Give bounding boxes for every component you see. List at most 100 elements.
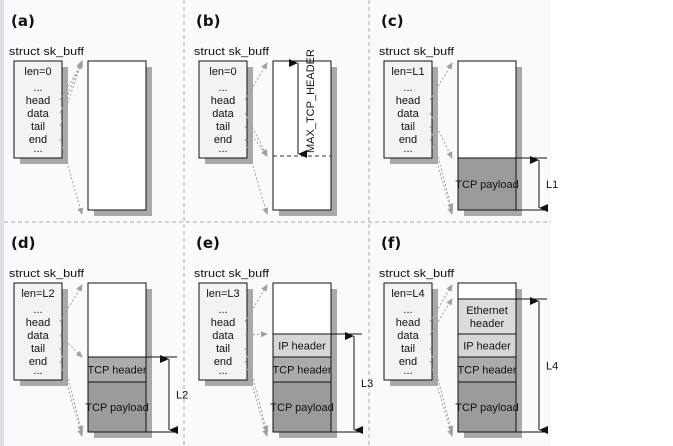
panel-label: (c) bbox=[381, 12, 404, 30]
field-head: head bbox=[211, 317, 235, 329]
field-head: head bbox=[211, 95, 235, 107]
struct-sk-buff-label: struct sk_buff bbox=[379, 268, 455, 280]
panel-e: (e)struct sk_bufflen=L3...headdatatailen… bbox=[194, 234, 373, 438]
field-end: end bbox=[399, 134, 417, 146]
head-pointer bbox=[244, 284, 268, 323]
field-head: head bbox=[26, 317, 50, 329]
segment-label-ethernet-header: Ethernet bbox=[466, 305, 508, 317]
segment-label-tcp-header: TCP header bbox=[457, 365, 516, 377]
head-pointer bbox=[429, 284, 453, 323]
segment-ip-header bbox=[272, 333, 332, 358]
panel-c: (c) struct sk_buff len=L1... headdatatailen… bbox=[379, 12, 558, 216]
field-tail: tail bbox=[31, 121, 45, 133]
head-pointer bbox=[59, 284, 83, 323]
struct-sk-buff-label: struct sk_buff bbox=[9, 46, 85, 58]
len-field: len=L2 bbox=[21, 288, 54, 300]
segment-label-tcp-header: TCP header bbox=[272, 365, 331, 377]
panel-a: (a)struct sk_bufflen=0...headdatatailend… bbox=[9, 12, 152, 216]
len-field: len=0 bbox=[209, 66, 236, 78]
left-edge-strip bbox=[0, 0, 4, 446]
segment-label-tcp-payload: TCP payload bbox=[85, 402, 148, 414]
len-field: len=L4 bbox=[391, 288, 424, 300]
len-field: len=L1 bbox=[391, 66, 424, 78]
field-ellipsis: ... bbox=[33, 82, 42, 94]
field-head: head bbox=[396, 95, 420, 107]
data-pointer bbox=[59, 334, 83, 358]
panel-label: (d) bbox=[11, 234, 35, 252]
max-tcp-header-label: MAX_TCP_HEADER bbox=[305, 49, 317, 153]
panel-label: (b) bbox=[196, 12, 220, 30]
end-pointer bbox=[244, 360, 269, 437]
data-buffer bbox=[272, 60, 332, 211]
data-pointer bbox=[429, 112, 453, 159]
tail-pointer bbox=[244, 347, 269, 433]
data-buffer bbox=[87, 60, 147, 211]
head-pointer bbox=[429, 62, 453, 101]
field-ellipsis: ... bbox=[33, 304, 42, 316]
data-pointer bbox=[429, 298, 453, 336]
field-data: data bbox=[397, 108, 419, 120]
length-label: L3 bbox=[361, 378, 373, 390]
field-data: data bbox=[397, 330, 419, 342]
field-tail: tail bbox=[401, 121, 415, 133]
field-ellipsis: ... bbox=[33, 365, 42, 377]
segment-label-tcp-payload: TCP payload bbox=[270, 402, 333, 414]
segment-tcp-header bbox=[87, 356, 147, 383]
field-ellipsis: ... bbox=[403, 365, 412, 377]
end-pointer bbox=[429, 138, 454, 215]
field-tail: tail bbox=[216, 121, 230, 133]
panel-label: (a) bbox=[11, 12, 35, 30]
sk-buff-struct-box bbox=[13, 282, 63, 381]
panel-label: (e) bbox=[196, 234, 220, 252]
field-ellipsis: ... bbox=[218, 365, 227, 377]
field-ellipsis: ... bbox=[218, 304, 227, 316]
segment-label-ip-header: IP header bbox=[463, 341, 511, 353]
len-field: len=0 bbox=[24, 66, 51, 78]
field-data: data bbox=[27, 108, 49, 120]
end-pointer bbox=[244, 138, 269, 215]
end-pointer bbox=[429, 360, 454, 437]
field-end: end bbox=[214, 134, 232, 146]
segment-tcp-header bbox=[272, 356, 332, 383]
segment-tcp-payload bbox=[457, 381, 517, 433]
sk-buff-struct-box bbox=[198, 60, 248, 159]
segment-label-tcp-payload: TCP payload bbox=[455, 179, 518, 191]
field-end: end bbox=[29, 134, 47, 146]
head-pointer bbox=[244, 62, 268, 101]
field-tail: tail bbox=[216, 343, 230, 355]
length-label: L4 bbox=[546, 361, 558, 373]
tail-pointer bbox=[429, 125, 454, 211]
segment-ethernet-header bbox=[457, 298, 517, 335]
sk-buff-struct-box bbox=[383, 282, 433, 381]
panel-label: (f) bbox=[381, 234, 401, 252]
panels: (a)struct sk_bufflen=0...headdatatailend… bbox=[9, 12, 558, 438]
tail-pointer bbox=[429, 347, 454, 433]
tail-pointer bbox=[59, 60, 83, 127]
field-ellipsis: ... bbox=[403, 143, 412, 155]
tail-pointer bbox=[59, 347, 84, 433]
struct-sk-buff-label: struct sk_buff bbox=[9, 268, 85, 280]
len-field: len=L3 bbox=[206, 288, 239, 300]
segment-label-tcp-header: TCP header bbox=[87, 365, 146, 377]
segment-tcp-payload bbox=[457, 157, 517, 211]
field-data: data bbox=[212, 108, 234, 120]
field-data: data bbox=[212, 330, 234, 342]
field-end: end bbox=[399, 356, 417, 368]
struct-sk-buff-label: struct sk_buff bbox=[379, 46, 455, 58]
segment-label-ethernet-header: header bbox=[470, 318, 505, 330]
field-data: data bbox=[27, 330, 49, 342]
field-head: head bbox=[396, 317, 420, 329]
panel-b: (b)struct sk_bufflen=0...headdatatailend… bbox=[194, 12, 337, 216]
field-ellipsis: ... bbox=[33, 143, 42, 155]
segment-tcp-payload bbox=[272, 381, 332, 433]
segment-tcp-payload bbox=[87, 381, 147, 433]
panel-f: (f)struct sk_bufflen=L4...headdatatailen… bbox=[379, 234, 558, 438]
sk-buff-struct-box bbox=[198, 282, 248, 381]
length-label: L2 bbox=[176, 390, 188, 402]
data-pointer bbox=[244, 112, 268, 157]
field-tail: tail bbox=[31, 343, 45, 355]
end-pointer bbox=[59, 360, 84, 437]
sk-buff-struct-box bbox=[13, 60, 63, 159]
field-head: head bbox=[26, 95, 50, 107]
